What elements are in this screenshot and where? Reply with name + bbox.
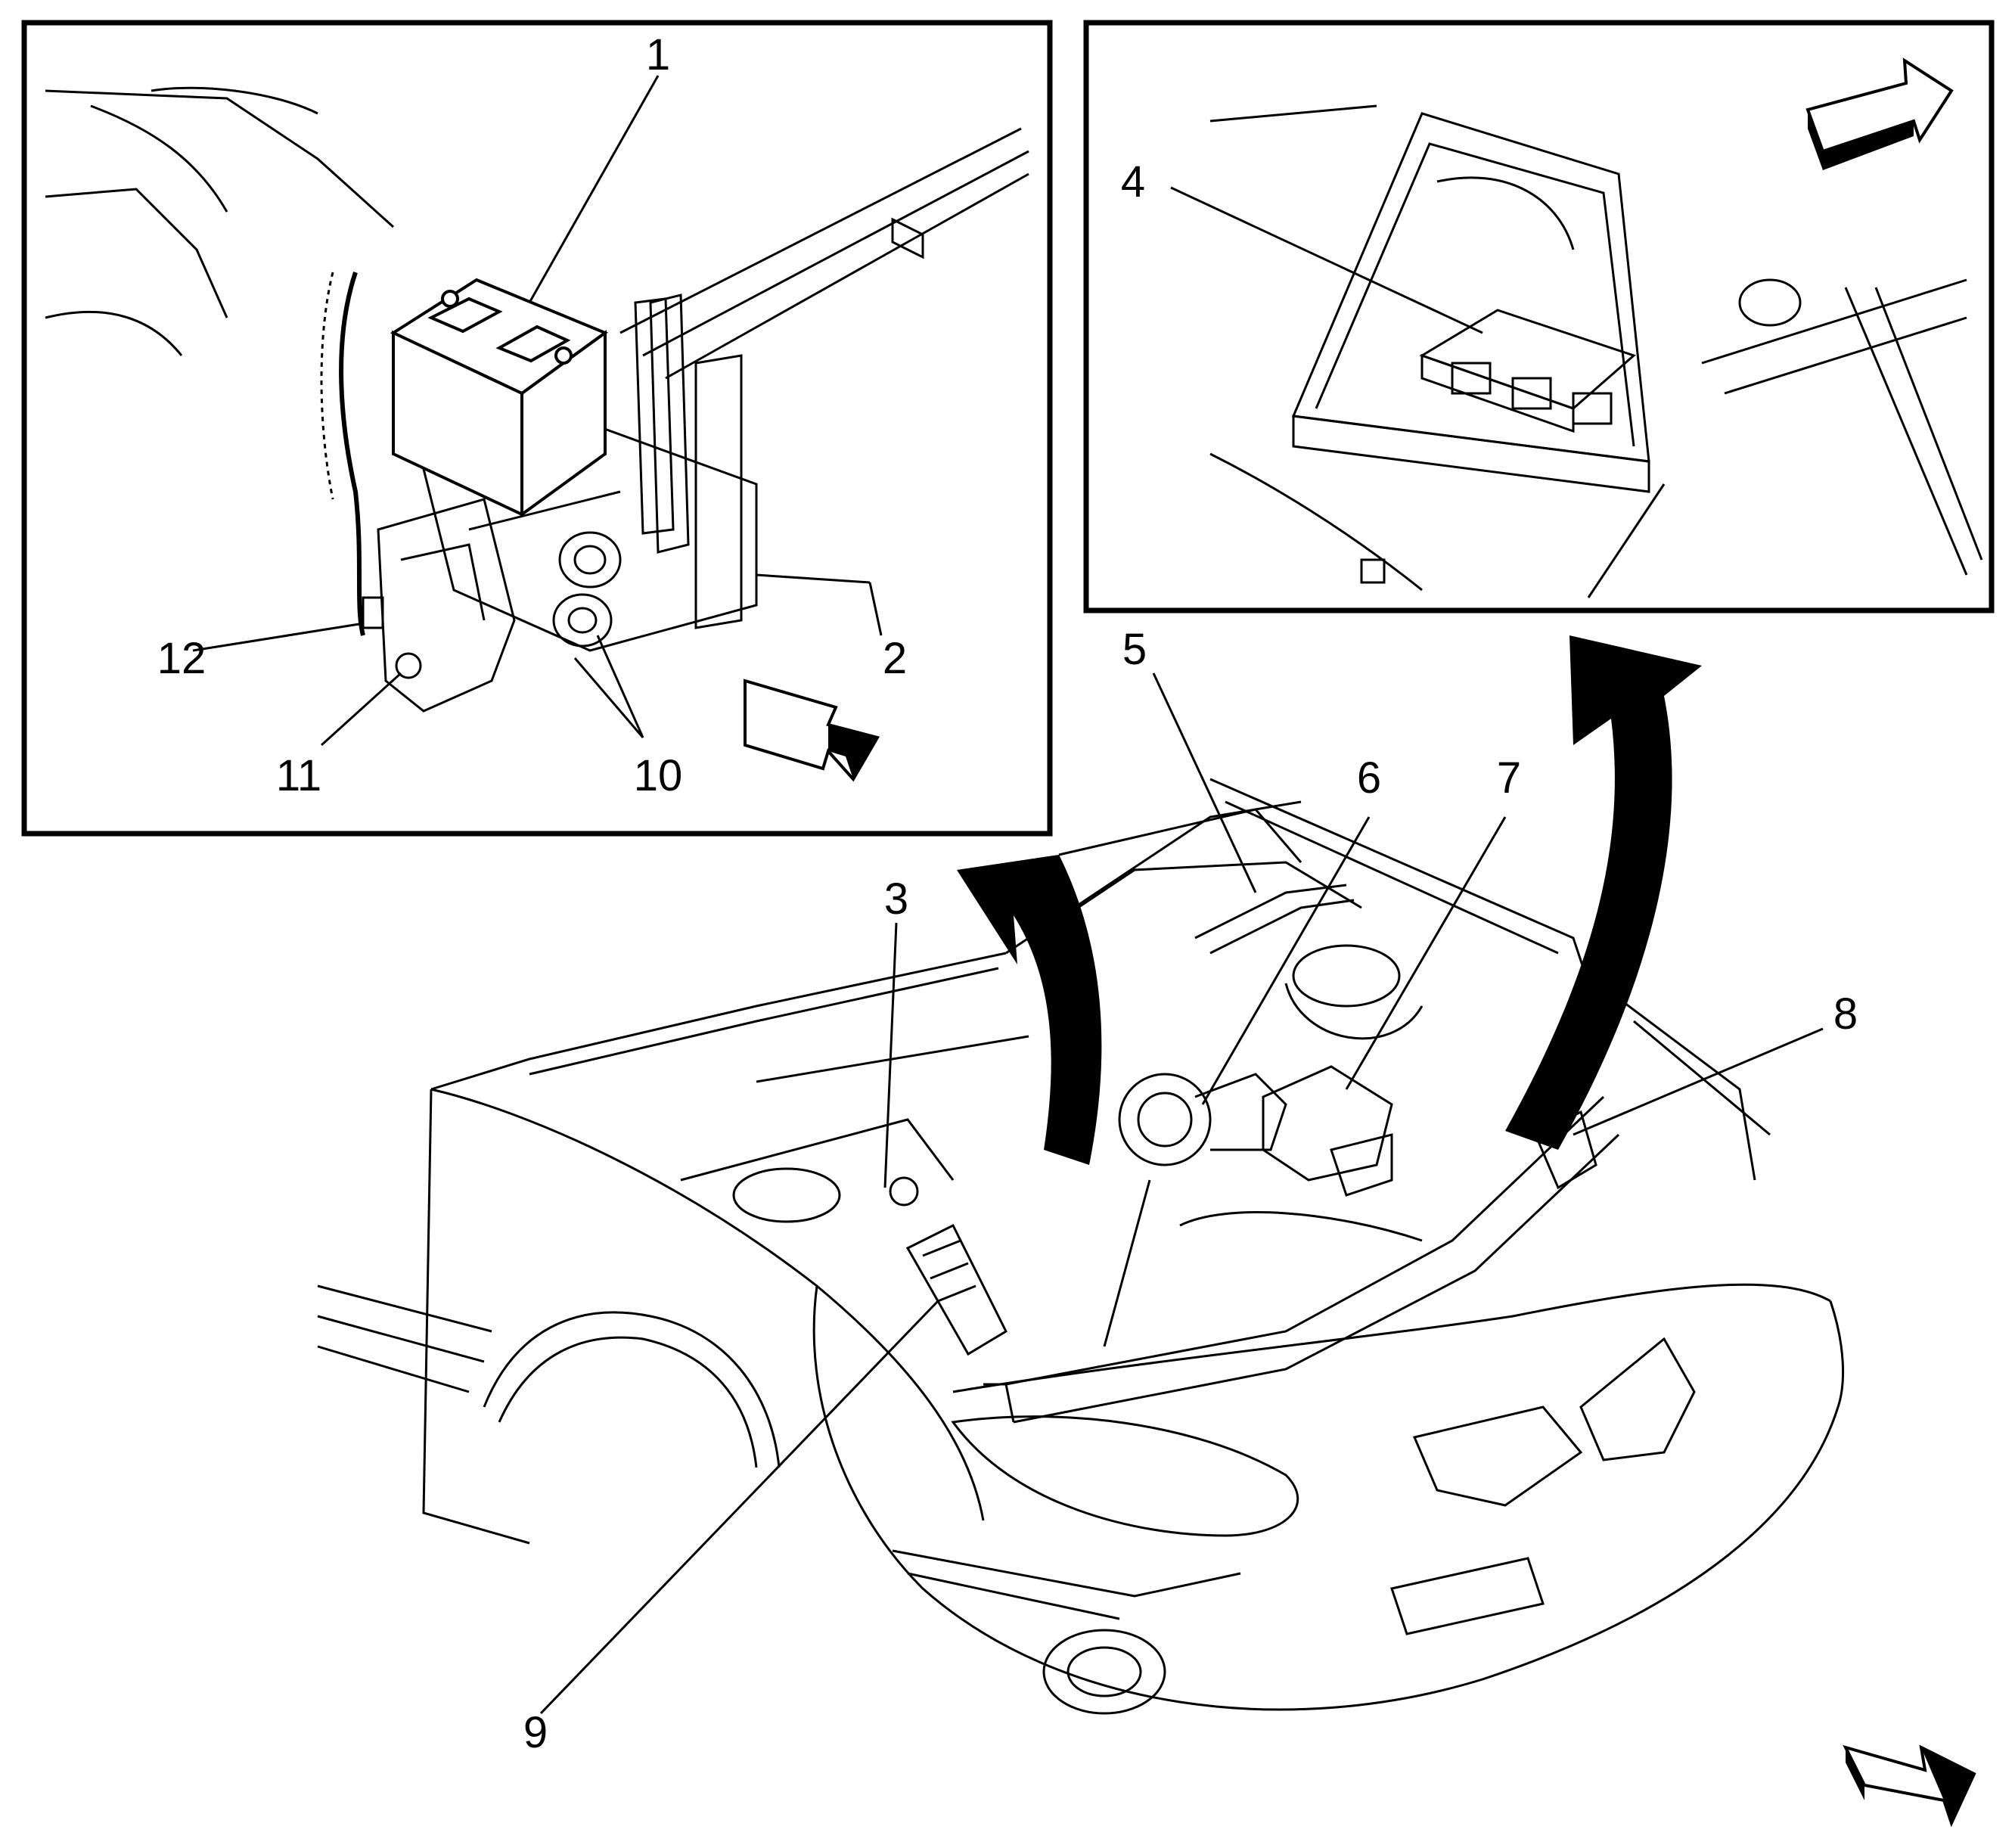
callout-12: 12 [157, 634, 206, 683]
callout-3: 3 [884, 874, 908, 924]
callout-1: 1 [646, 30, 670, 79]
callout-4: 4 [1121, 157, 1145, 207]
callout-7: 7 [1497, 753, 1521, 803]
callout-8: 8 [1833, 989, 1858, 1039]
callout-10: 10 [634, 751, 683, 800]
callout-11: 11 [276, 751, 321, 800]
front-of-vehicle-arrow-icon [744, 679, 880, 782]
callout-5: 5 [1122, 625, 1147, 674]
detail-view-curved-arrow [957, 855, 1102, 1165]
callout-2: 2 [883, 634, 907, 683]
detail-view-curved-arrow [1505, 635, 1702, 1150]
callout-9: 9 [523, 1708, 548, 1757]
main-vehicle-view: 3 5 6 7 8 9 [317, 625, 1976, 1828]
front-of-vehicle-arrow-icon [1805, 57, 1954, 170]
battery-shape [390, 278, 609, 517]
inset-battery-detail: 1 2 10 11 12 [21, 20, 1053, 837]
inset-module-detail: 4 [1083, 20, 1995, 613]
front-of-vehicle-arrow-icon [1843, 1744, 1976, 1828]
callout-6: 6 [1357, 753, 1381, 803]
